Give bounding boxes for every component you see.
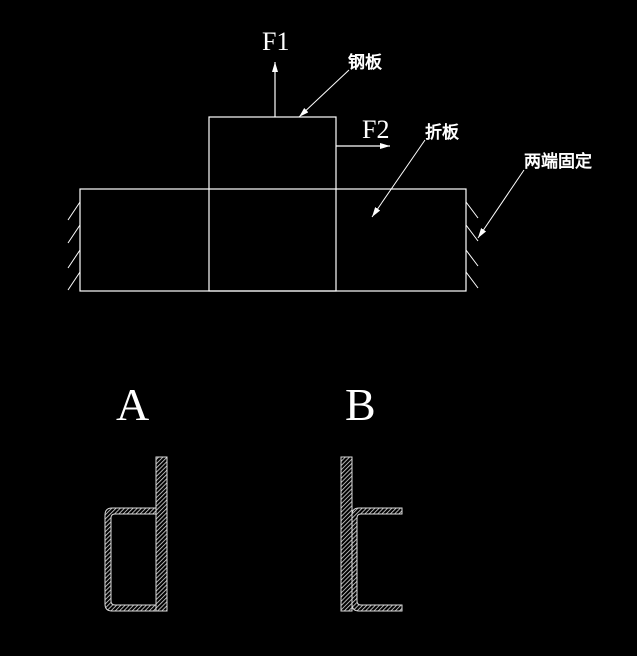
section-a-folded-plate	[104, 507, 157, 612]
steel-plate-outline	[208, 116, 337, 292]
steel-plate-leader	[298, 69, 350, 118]
section-a	[104, 456, 168, 612]
section-b-steel-plate	[340, 456, 353, 612]
section-b	[340, 456, 403, 612]
section-b-folded-plate	[351, 507, 403, 612]
folded-plate-outline	[79, 188, 467, 292]
folded-plate-leader	[371, 139, 426, 218]
folded-plate-label: 折板	[425, 122, 460, 143]
steel-plate-label: 钢板	[348, 52, 383, 73]
section-a-steel-plate	[155, 456, 168, 612]
section-b-label: B	[345, 379, 376, 430]
right-fixed-support-hatch	[465, 201, 479, 289]
f1-label: F1	[262, 27, 289, 56]
fixed-ends-leader	[477, 169, 525, 239]
left-fixed-support-hatch	[67, 201, 81, 291]
section-a-label: A	[116, 379, 149, 430]
f2-label: F2	[362, 115, 389, 144]
fixed-ends-label: 两端固定	[524, 151, 592, 172]
